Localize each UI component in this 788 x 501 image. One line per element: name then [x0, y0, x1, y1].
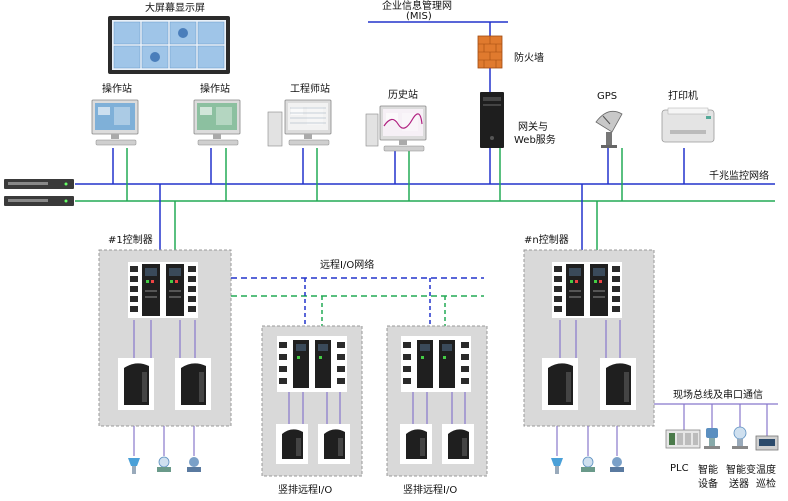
- controller1-label: #1控制器: [108, 233, 153, 246]
- controllern-rack: [552, 262, 622, 318]
- controllern-instrument-links: [556, 426, 618, 456]
- operator-station-2-label: 操作站: [200, 82, 230, 95]
- controllern-io-module-1: [542, 358, 578, 410]
- remote-io-b-label: 竖排远程I/O: [403, 483, 457, 496]
- network-switch-1: [4, 179, 74, 189]
- temperature-monitor-icon: [755, 435, 779, 451]
- fieldbus-label: 现场总线及串口通信: [673, 388, 763, 401]
- gateway-server-icon: [480, 92, 504, 148]
- remote-io-a-module-1: [276, 424, 308, 464]
- controllern-label: #n控制器: [524, 233, 569, 246]
- controller1-io-module-1: [118, 358, 154, 410]
- smart-device-label-1: 智能: [698, 463, 718, 476]
- history-station: [365, 105, 427, 152]
- operator-station-2: [193, 99, 241, 146]
- smart-transmitter-icon: [732, 426, 748, 449]
- controllern-field-instruments: [551, 456, 624, 474]
- remote-io-a-label: 竖排远程I/O: [278, 483, 332, 496]
- operator-station-1: [91, 99, 139, 146]
- mis-label-line2: (MIS): [406, 11, 432, 22]
- gateway-label-line2: Web服务: [514, 133, 556, 146]
- big-screen-display: [108, 16, 230, 74]
- remote-io-network-label: 远程I/O网络: [320, 258, 374, 271]
- controller1-io-links: [133, 320, 196, 358]
- smart-transmitter-label-2: 送器: [729, 477, 749, 490]
- remote-io-b-links: [412, 392, 466, 424]
- operator-station-1-label: 操作站: [102, 82, 132, 95]
- controller1-rack: [128, 262, 198, 318]
- plc-label: PLC: [670, 463, 689, 474]
- gigabit-network-label: 千兆监控网络: [709, 169, 769, 182]
- remote-io-a-rack: [277, 336, 347, 392]
- remote-io-b-module-1: [400, 424, 432, 464]
- engineer-station-label: 工程师站: [290, 82, 330, 95]
- firewall-label: 防火墙: [514, 51, 544, 64]
- controller1-field-instruments: [128, 456, 201, 474]
- temperature-label-2: 巡检: [756, 477, 776, 490]
- fieldbus-drop-links: [683, 404, 768, 436]
- engineer-station: [267, 99, 332, 147]
- smart-transmitter-label-1: 智能变: [726, 463, 756, 476]
- mis-label-line1: 企业信息管理网: [382, 0, 452, 12]
- plc-icon: [665, 429, 701, 449]
- remote-io-drop-links: [304, 278, 446, 326]
- remote-io-a-module-2: [318, 424, 350, 464]
- temperature-label-1: 温度: [756, 463, 776, 476]
- remote-io-b-rack: [401, 336, 471, 392]
- controller1-io-module-2: [175, 358, 211, 410]
- gps-label: GPS: [597, 91, 617, 102]
- big-screen-label: 大屏幕显示屏: [145, 1, 205, 14]
- station-links: [112, 148, 685, 201]
- remote-io-a-links: [288, 392, 341, 424]
- printer-icon: [661, 107, 715, 143]
- controllern-io-module-2: [600, 358, 636, 410]
- printer-label: 打印机: [668, 89, 698, 102]
- controller1-instrument-links: [133, 426, 195, 456]
- gateway-label-line1: 网关与: [518, 120, 548, 133]
- gps-antenna-icon: [595, 110, 623, 148]
- remote-io-b-module-2: [442, 424, 474, 464]
- smart-device-icon: [704, 428, 720, 449]
- controllern-io-links: [559, 320, 621, 358]
- network-switch-2: [4, 196, 74, 206]
- smart-device-label-2: 设备: [698, 477, 718, 490]
- history-station-label: 历史站: [388, 88, 418, 101]
- firewall-icon: [477, 35, 503, 69]
